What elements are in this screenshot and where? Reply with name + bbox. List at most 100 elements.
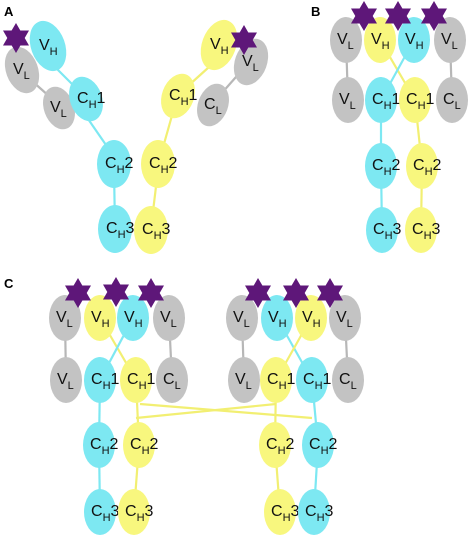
b-vl-left-label: VL — [337, 31, 354, 52]
c-left-vl2-domain: VL — [153, 295, 185, 341]
c-right-ch1b-label: CH1 — [303, 371, 332, 392]
c-left-ch2b-domain: CH2 — [123, 422, 159, 468]
c-left-ch2b-label: CH2 — [130, 436, 159, 457]
a-left-ch2-label: CH2 — [105, 155, 134, 176]
c-right-vh1-label: VH — [268, 309, 287, 330]
b-cl-left-label: VL — [339, 91, 356, 112]
c-left-2-star-icon — [103, 277, 129, 307]
a-left-vh-label: VH — [39, 37, 58, 58]
a-right-ch1-label: CH1 — [169, 87, 198, 108]
a-left-ch3-domain: CH3 — [98, 205, 135, 253]
a-left-vl-domain: VL — [4, 46, 40, 94]
a-left-cl-label: VL — [50, 99, 67, 120]
c-tether-1-linker — [139, 402, 313, 420]
c-left-vh1-domain: VH — [84, 295, 116, 341]
b-ch3-left-label: CH3 — [373, 221, 402, 242]
panel-label-a: A — [4, 4, 14, 19]
b-1-star-icon — [351, 1, 377, 31]
c-left-vh2-domain: VH — [117, 295, 149, 341]
a-left-ch2-domain: CH2 — [97, 140, 134, 188]
c-tether-2-linker — [135, 402, 277, 420]
b-ch1-left-domain: CH1 — [365, 77, 401, 123]
c-left-ch3a-label: CH3 — [91, 503, 120, 524]
a-right-vh-domain: VH — [200, 19, 238, 71]
c-left-vl2-label: VL — [160, 309, 177, 330]
c-right-vl2-label: VL — [336, 309, 353, 330]
b-ch2-left-domain: CH2 — [365, 143, 401, 189]
c-right-ch3b-label: CH3 — [305, 503, 334, 524]
a-right-ch2-domain: CH2 — [141, 140, 178, 188]
b-ch3-right-domain: CH3 — [405, 207, 441, 253]
c-left-ch3b-domain: CH3 — [118, 489, 154, 535]
b-vl-right-label: VL — [441, 31, 458, 52]
b-vh-left-domain: VH — [364, 17, 396, 63]
c-left-cl2-label: CL — [163, 371, 181, 392]
b-ch2-left-label: CH2 — [372, 157, 401, 178]
a-right-vh-star-icon — [231, 25, 257, 55]
b-vh-left-label: VH — [371, 31, 390, 52]
c-right-vl1-label: VL — [233, 309, 250, 330]
c-right-cl2-label: CL — [339, 371, 357, 392]
a-left-ch1-label: CH1 — [77, 90, 106, 111]
c-left-vh1-label: VH — [91, 309, 110, 330]
a-right-ch2-label: CH2 — [149, 155, 178, 176]
b-cl-right-label: CL — [443, 91, 461, 112]
c-left-vl1-domain: VL — [49, 295, 81, 341]
a-right-cl-label: CL — [204, 96, 222, 117]
c-right-cl1-label: VL — [235, 371, 252, 392]
star-layer — [3, 1, 447, 308]
b-vh-right-domain: VH — [398, 17, 430, 63]
b-cl-left-domain: VL — [332, 77, 364, 123]
a-right-vl-label: VL — [242, 53, 259, 74]
c-right-vh1-domain: VH — [261, 295, 293, 341]
c-right-ch1a-domain: CH1 — [260, 357, 296, 403]
a-right-ch1-domain: CH1 — [161, 73, 198, 119]
c-left-cl1-domain: VL — [50, 357, 82, 403]
c-left-ch1b-domain: CH1 — [120, 357, 156, 403]
c-left-1-star-icon — [65, 278, 91, 308]
panel-label-c: C — [4, 276, 14, 291]
a-left-cl-domain: VL — [43, 86, 75, 130]
c-left-ch2a-domain: CH2 — [83, 422, 119, 468]
b-ch3-right-label: CH3 — [412, 221, 441, 242]
c-right-ch3a-label: CH3 — [271, 503, 300, 524]
c-right-vh2-label: VH — [302, 309, 321, 330]
b-ch2-right-domain: CH2 — [406, 143, 442, 189]
a-left-vl-label: VL — [13, 61, 30, 82]
c-right-cl2-domain: CL — [332, 357, 364, 403]
a-right-ch3-label: CH3 — [142, 221, 171, 242]
c-right-ch3a-domain: CH3 — [264, 489, 300, 535]
c-left-ch3a-domain: CH3 — [84, 489, 120, 535]
b-cl-right-domain: CL — [436, 77, 468, 123]
a-right-vh-label: VH — [210, 36, 229, 57]
c-left-ch1a-label: CH1 — [91, 371, 120, 392]
b-vl-left-domain: VL — [330, 17, 362, 63]
b-3-star-icon — [421, 1, 447, 31]
c-right-1-star-icon — [245, 278, 271, 308]
a-right-ch3-domain: CH3 — [134, 206, 171, 254]
c-left-ch1b-label: CH1 — [127, 371, 156, 392]
c-right-ch2a-domain: CH2 — [259, 422, 295, 468]
c-right-ch2b-domain: CH2 — [302, 422, 338, 468]
c-right-ch1a-label: CH1 — [267, 371, 296, 392]
c-left-cl1-label: VL — [57, 371, 74, 392]
b-2-star-icon — [385, 1, 411, 31]
c-left-ch3b-label: CH3 — [125, 503, 154, 524]
a-left-vh-domain: VH — [29, 20, 67, 72]
c-right-3-star-icon — [317, 278, 343, 308]
a-left-vh-star-icon — [3, 23, 29, 53]
c-right-vl1-domain: VL — [226, 295, 258, 341]
c-right-vh2-domain: VH — [295, 295, 327, 341]
c-right-ch3b-domain: CH3 — [298, 489, 334, 535]
b-ch1-right-domain: CH1 — [399, 77, 435, 123]
c-left-ch2a-label: CH2 — [90, 436, 119, 457]
b-ch1-right-label: CH1 — [406, 91, 435, 112]
b-ch3-left-domain: CH3 — [366, 207, 402, 253]
c-right-ch1b-domain: CH1 — [296, 357, 332, 403]
c-left-ch1a-domain: CH1 — [84, 357, 120, 403]
c-left-cl2-domain: CL — [156, 357, 188, 403]
a-right-cl-domain: CL — [197, 83, 229, 127]
c-right-2-star-icon — [283, 278, 309, 308]
